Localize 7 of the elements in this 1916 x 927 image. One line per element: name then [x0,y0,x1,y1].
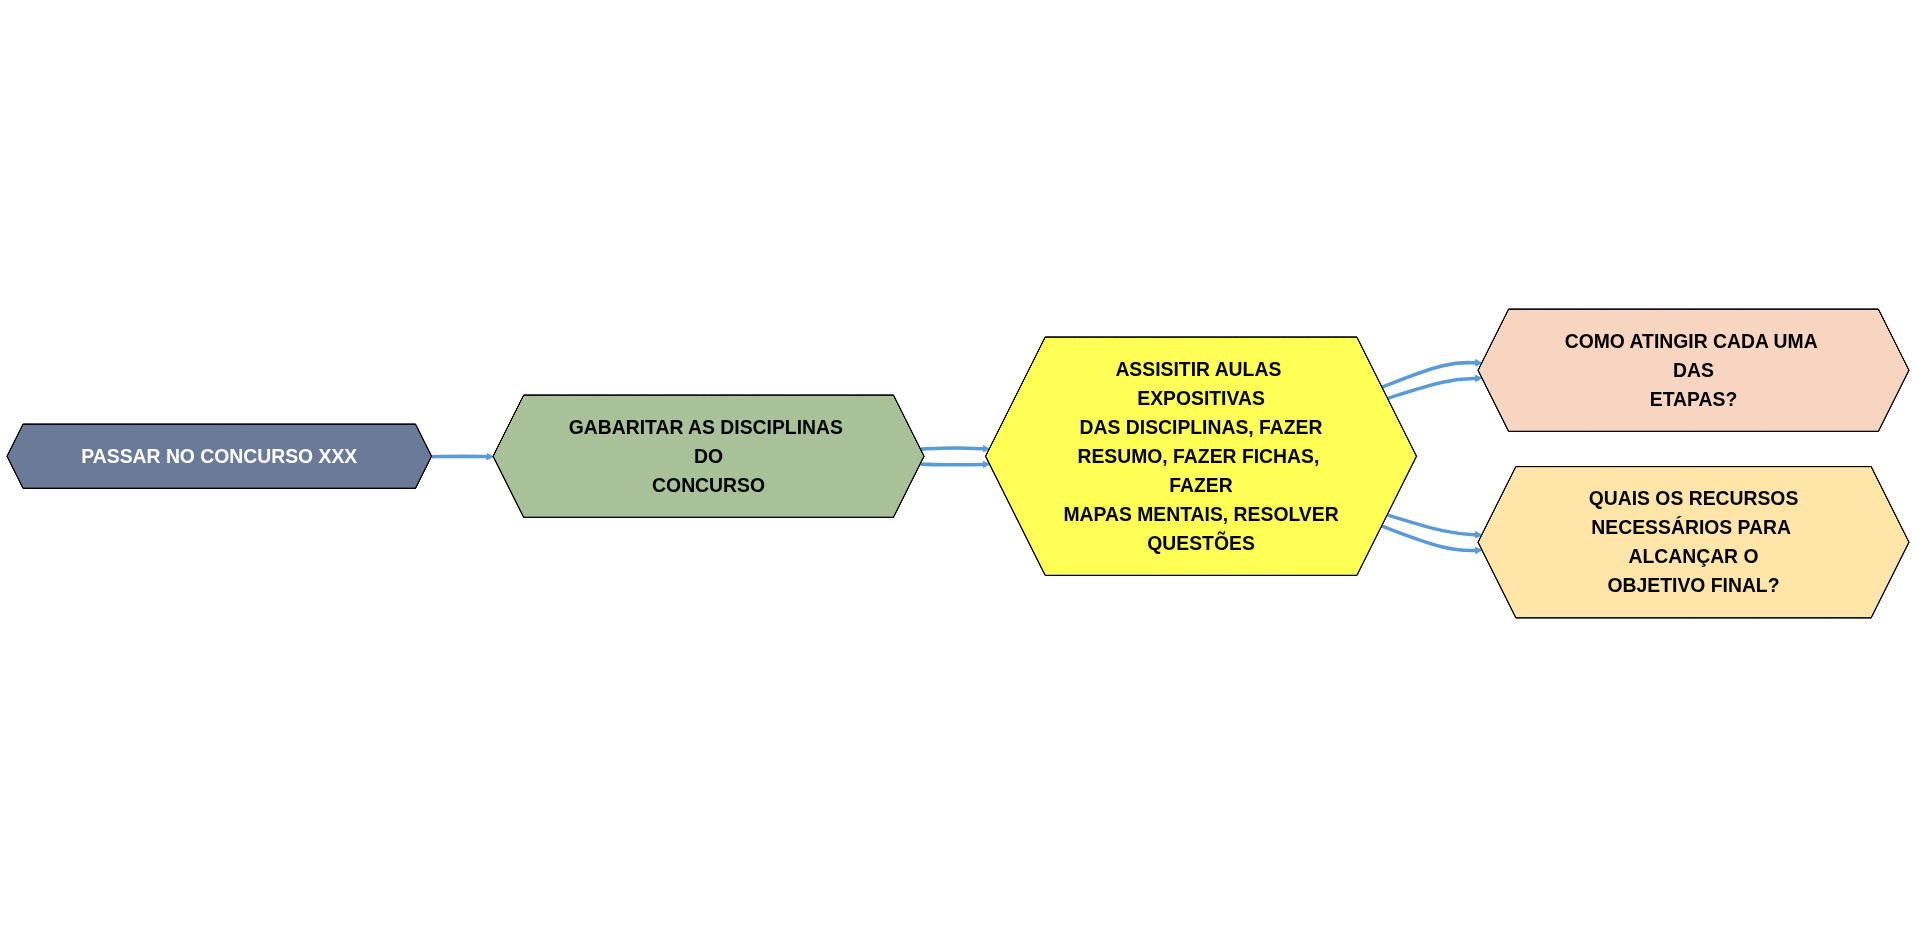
arrow [1387,513,1483,539]
arrow [920,460,991,469]
arrow [1387,374,1483,400]
arrow [920,444,991,453]
arrow [1381,358,1483,389]
arrow [1381,524,1483,555]
arrow [431,452,494,461]
